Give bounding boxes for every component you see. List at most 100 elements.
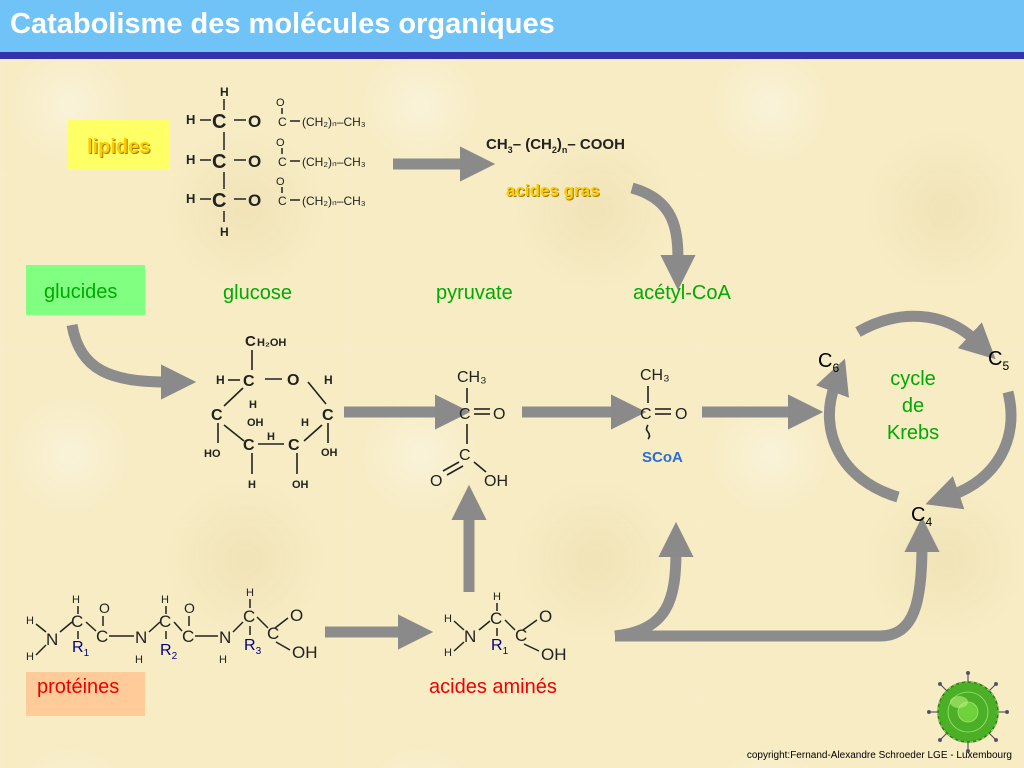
title-bar bbox=[0, 0, 1024, 52]
svg-text:H: H bbox=[301, 417, 309, 429]
svg-text:OH: OH bbox=[541, 645, 567, 664]
svg-text:OH: OH bbox=[247, 417, 264, 429]
svg-text:O: O bbox=[539, 607, 552, 626]
svg-text:C: C bbox=[243, 607, 255, 626]
svg-text:C: C bbox=[322, 407, 334, 424]
svg-text:O: O bbox=[276, 97, 285, 109]
arrow-fatty-acid-to-acetyl bbox=[630, 182, 696, 291]
svg-text:C: C bbox=[288, 437, 300, 454]
svg-text:H: H bbox=[248, 479, 256, 491]
glycerol-row-1: H C O O C (CH₂)ₙ–CH₃ bbox=[186, 97, 366, 133]
krebs-line-3: Krebs bbox=[886, 422, 940, 444]
pyruvate-structure: CH₃ C O C O OH bbox=[430, 369, 508, 490]
svg-text:N: N bbox=[46, 630, 58, 649]
svg-text:(CH₂)ₙ–CH₃: (CH₂)ₙ–CH₃ bbox=[302, 155, 366, 169]
svg-text:H: H bbox=[161, 594, 169, 606]
svg-text:H: H bbox=[72, 594, 80, 606]
svg-text:O: O bbox=[184, 600, 195, 616]
svg-text:C: C bbox=[182, 627, 194, 646]
svg-text:O: O bbox=[276, 176, 285, 188]
triglyceride-structure: H H C O O C (CH₂)ₙ–CH₃ H C O O C (CH₂)ₙ–… bbox=[186, 85, 366, 239]
svg-text:C: C bbox=[459, 447, 471, 464]
proteines-label: protéines bbox=[37, 676, 120, 698]
svg-text:O: O bbox=[248, 112, 261, 131]
svg-text:H: H bbox=[220, 225, 229, 239]
glycerol-row-2: H C O O C (CH₂)ₙ–CH₃ bbox=[186, 137, 366, 173]
svg-text:O: O bbox=[276, 137, 285, 149]
copyright-notice: copyright:Fernand-Alexandre Schroeder LG… bbox=[746, 750, 1012, 761]
peptide-structure: H H N H C C O N H H C C O N H H C C bbox=[26, 587, 318, 666]
glycerol-row-3: H C O O C (CH₂)ₙ–CH₃ bbox=[186, 176, 366, 212]
c5-label: C5 bbox=[988, 348, 1009, 373]
svg-text:C: C bbox=[278, 194, 287, 208]
svg-text:C: C bbox=[212, 111, 226, 133]
svg-text:H: H bbox=[444, 613, 452, 625]
svg-text:C: C bbox=[245, 333, 256, 350]
fatty-acid-formula: CH3– (CH2)n– COOH bbox=[486, 136, 625, 155]
svg-text:(CH₂)ₙ–CH₃: (CH₂)ₙ–CH₃ bbox=[302, 115, 366, 129]
svg-text:SCoA: SCoA bbox=[642, 449, 683, 466]
arrow-glucides-to-glucose bbox=[66, 323, 197, 400]
svg-text:C: C bbox=[490, 609, 502, 628]
svg-text:H: H bbox=[246, 587, 254, 599]
glucides-box bbox=[26, 265, 145, 315]
svg-text:OH: OH bbox=[292, 643, 318, 662]
glucides-label: glucides bbox=[44, 281, 118, 303]
svg-text:C: C bbox=[211, 407, 223, 424]
svg-text:H: H bbox=[444, 647, 452, 659]
krebs-line-2: de bbox=[901, 395, 925, 417]
arrow-amino-to-c4 bbox=[615, 516, 940, 642]
acides-amines-label: acides aminés bbox=[429, 676, 557, 698]
svg-text:O: O bbox=[430, 473, 442, 490]
svg-text:C: C bbox=[515, 626, 527, 645]
acides-gras-label: acides gras bbox=[506, 181, 600, 200]
svg-text:O: O bbox=[287, 372, 299, 389]
svg-text:O: O bbox=[248, 191, 261, 210]
proteines-box bbox=[26, 672, 145, 716]
glucose-structure: C H₂OH H C O H H C C OH H C C H HO OH H … bbox=[204, 333, 338, 491]
svg-text:H: H bbox=[26, 651, 34, 663]
svg-text:C: C bbox=[243, 437, 255, 454]
lipides-box bbox=[68, 120, 170, 170]
krebs-cycle-ring bbox=[816, 310, 1017, 510]
svg-text:H: H bbox=[186, 112, 195, 127]
svg-text:OH: OH bbox=[292, 479, 309, 491]
svg-text:H: H bbox=[267, 431, 275, 443]
svg-text:CH3– (CH2)n– COOH: CH3– (CH2)n– COOH bbox=[486, 136, 625, 155]
svg-text:(CH₂)ₙ–CH₃: (CH₂)ₙ–CH₃ bbox=[302, 194, 366, 208]
svg-text:C: C bbox=[278, 155, 287, 169]
svg-text:H: H bbox=[219, 654, 227, 666]
svg-text:CH₃: CH₃ bbox=[457, 369, 487, 386]
svg-text:N: N bbox=[219, 628, 231, 647]
acetyl-coa-label: acétyl-CoA bbox=[633, 282, 731, 304]
pyruvate-label: pyruvate bbox=[436, 282, 513, 304]
svg-text:H: H bbox=[324, 373, 333, 387]
svg-text:H: H bbox=[493, 591, 501, 603]
svg-text:O: O bbox=[248, 152, 261, 171]
krebs-cycle-label: cycle de Krebs bbox=[868, 366, 958, 447]
svg-text:H: H bbox=[216, 373, 225, 387]
svg-text:H: H bbox=[220, 85, 229, 99]
reaction-arrows bbox=[66, 146, 940, 650]
svg-text:C: C bbox=[212, 151, 226, 173]
page-title: Catabolisme des molécules organiques bbox=[10, 8, 555, 40]
amino-acid-structure: H H N H C C O OH R1 bbox=[444, 591, 567, 664]
svg-text:OH: OH bbox=[321, 447, 338, 459]
r1-group: R1 bbox=[72, 639, 90, 659]
svg-text:C: C bbox=[267, 624, 279, 643]
svg-text:C: C bbox=[159, 612, 171, 631]
svg-text:H: H bbox=[186, 191, 195, 206]
svg-text:O: O bbox=[290, 606, 303, 625]
green-virus-sphere-icon bbox=[927, 671, 1009, 753]
krebs-line-1: cycle bbox=[890, 368, 936, 390]
svg-text:H: H bbox=[249, 399, 257, 411]
svg-text:N: N bbox=[135, 628, 147, 647]
svg-text:H: H bbox=[186, 152, 195, 167]
svg-text:H₂OH: H₂OH bbox=[257, 337, 286, 349]
svg-text:O: O bbox=[99, 600, 110, 616]
svg-text:C: C bbox=[71, 612, 83, 631]
svg-text:C: C bbox=[278, 115, 287, 129]
svg-text:HO: HO bbox=[204, 448, 221, 460]
svg-text:OH: OH bbox=[484, 473, 508, 490]
